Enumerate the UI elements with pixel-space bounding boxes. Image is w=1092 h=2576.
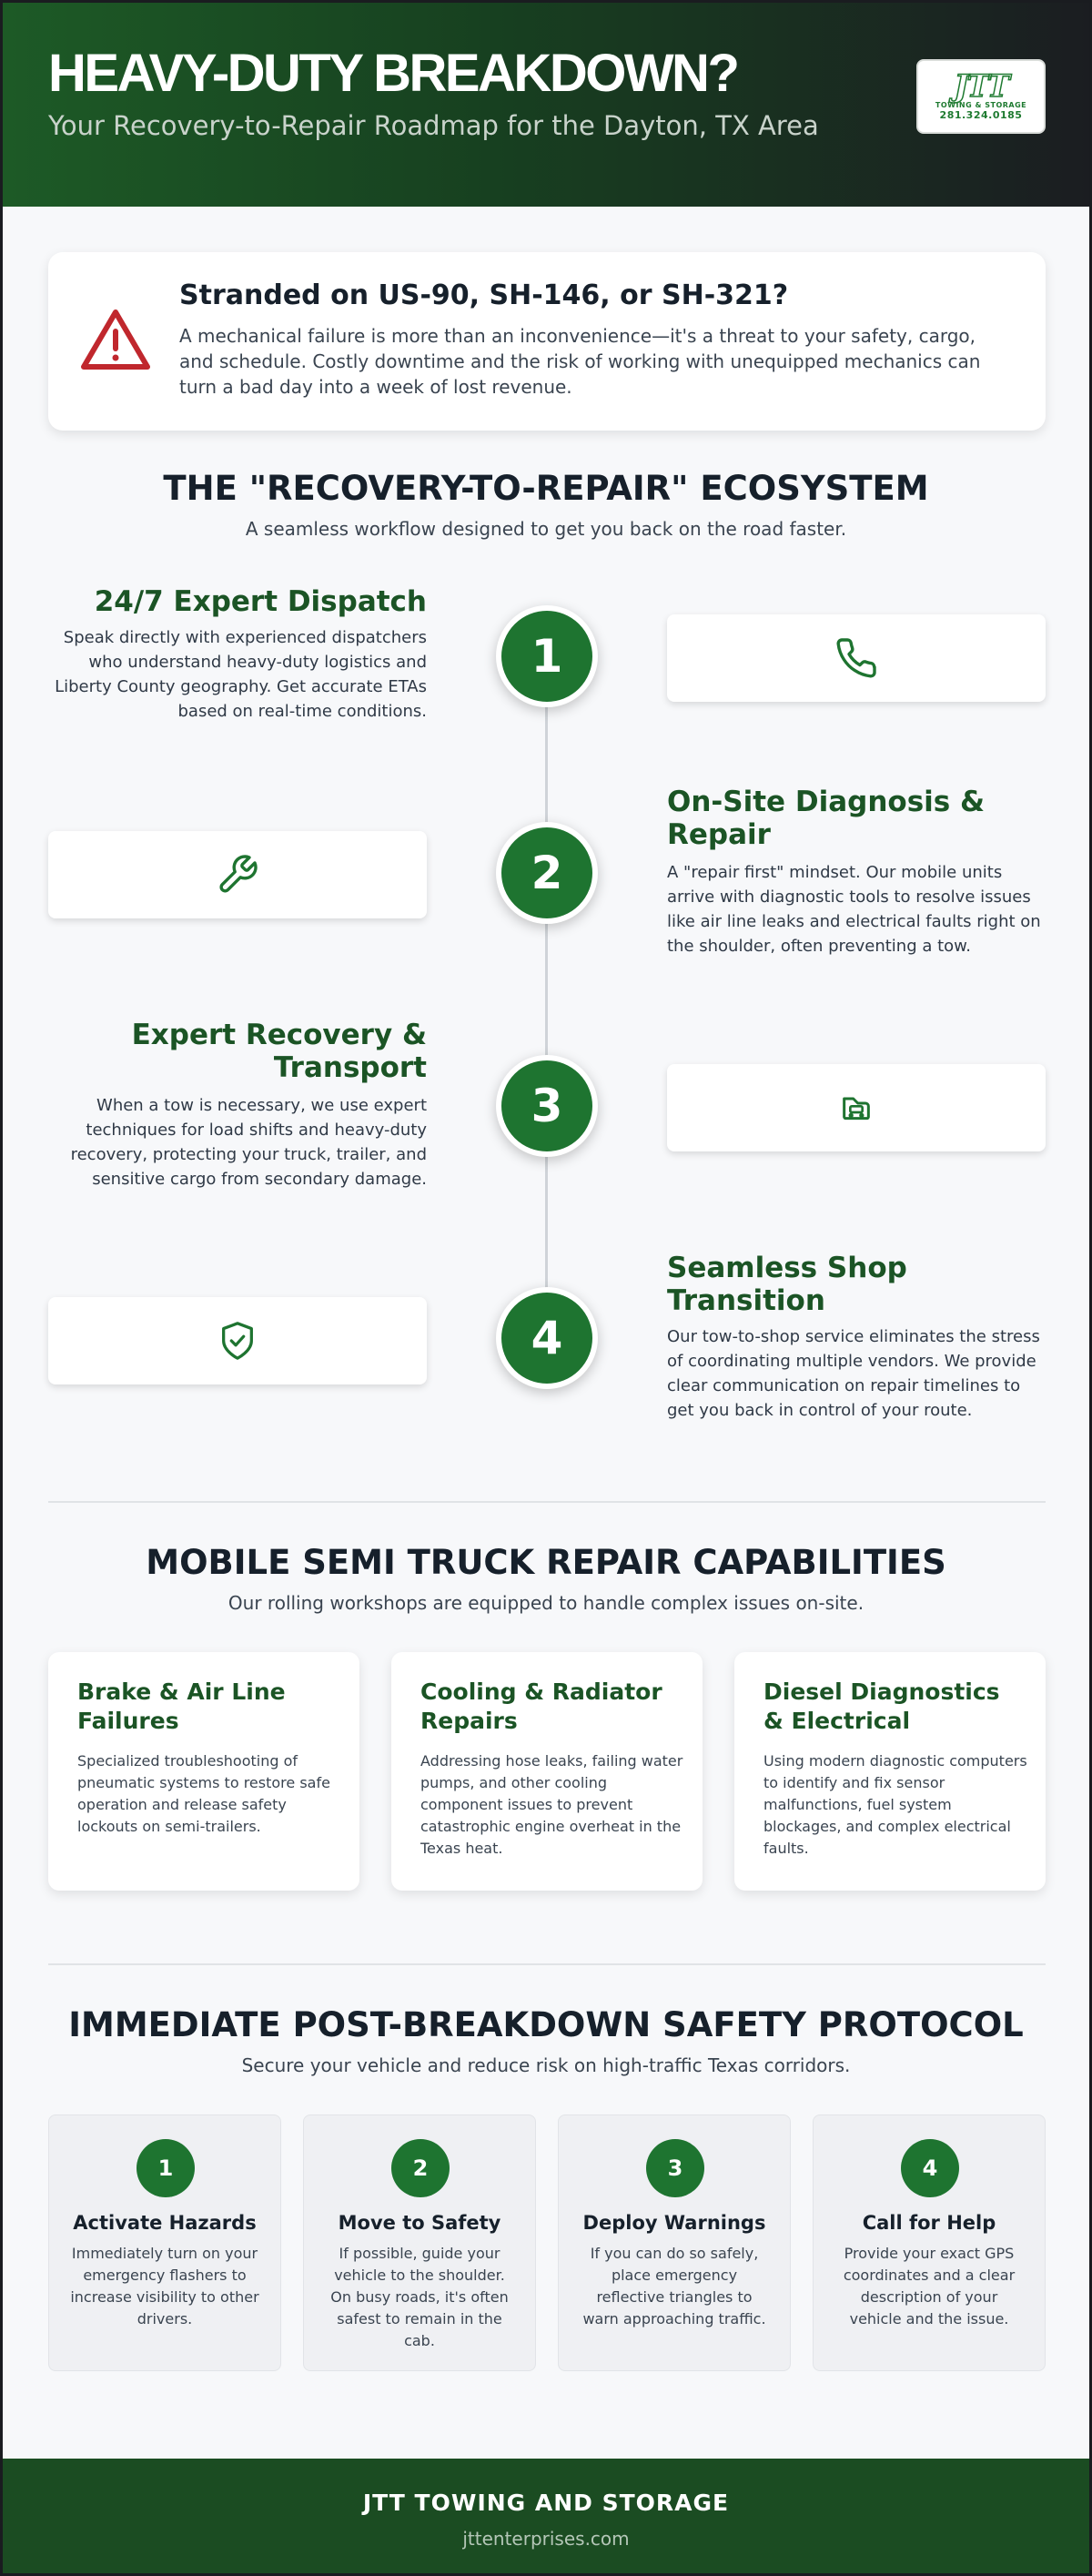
safety-step-title: Deploy Warnings <box>582 2212 766 2234</box>
shield-check-icon <box>222 1322 253 1360</box>
step-4-icon-card <box>48 1297 427 1384</box>
step-4-number: 4 <box>496 1287 598 1389</box>
capability-card: Diesel Diagnostics & Electrical Using mo… <box>734 1652 1046 1891</box>
logo-mark: JTT <box>953 68 1010 105</box>
safety-step-number: 3 <box>646 2139 704 2197</box>
safety-step-number: 2 <box>391 2139 450 2197</box>
footer: JTT TOWING AND STORAGE jttenterprises.co… <box>3 2459 1089 2573</box>
step-2-text: A "repair first" mindset. Our mobile uni… <box>667 863 1041 956</box>
timeline-line <box>545 658 548 1341</box>
warning-triangle-icon <box>81 309 150 370</box>
safety-step-title: Move to Safety <box>338 2212 501 2234</box>
step-2-icon-card <box>48 831 427 918</box>
capabilities-subtitle: Our rolling workshops are equipped to ha… <box>228 1592 864 1614</box>
alert-title: Stranded on US-90, SH-146, or SH-321? <box>179 279 789 311</box>
capability-text: Specialized troubleshooting of pneumatic… <box>77 1752 330 1835</box>
safety-subtitle: Secure your vehicle and reduce risk on h… <box>241 2054 851 2076</box>
capability-text: Using modern diagnostic computers to ide… <box>763 1752 1027 1857</box>
safety-step-text: If you can do so safely, place emergency… <box>582 2245 766 2328</box>
logo-phone: 281.324.0185 <box>939 109 1023 121</box>
step-1-number: 1 <box>496 605 598 707</box>
phone-icon <box>836 638 876 678</box>
company-logo[interactable]: JTT TOWING & STORAGE 281.324.0185 <box>916 59 1046 134</box>
safety-step-text: If possible, guide your vehicle to the s… <box>330 2245 509 2349</box>
tow-truck-icon <box>843 1097 870 1121</box>
alert-text: A mechanical failure is more than an inc… <box>179 325 981 398</box>
footer-website-link[interactable]: jttenterprises.com <box>462 2528 630 2550</box>
header-banner: HEAVY-DUTY BREAKDOWN? Your Recovery-to-R… <box>3 3 1089 207</box>
alert-card: Stranded on US-90, SH-146, or SH-321? A … <box>48 252 1046 431</box>
logo-name: TOWING & STORAGE <box>935 101 1027 109</box>
step-2-title: On-Site Diagnosis & Repair <box>667 786 986 851</box>
safety-step-card: 1 Activate Hazards Immediately turn on y… <box>48 2115 281 2371</box>
footer-company: JTT TOWING AND STORAGE <box>362 2490 730 2516</box>
step-4-title: Seamless Shop Transition <box>667 1252 907 1317</box>
step-3-title: Expert Recovery & Transport <box>131 1019 427 1084</box>
wrench-icon <box>219 855 258 893</box>
page-subtitle: Your Recovery-to-Repair Roadmap for the … <box>48 110 819 141</box>
step-3-icon-card <box>667 1064 1046 1151</box>
section-divider <box>48 1501 1046 1503</box>
safety-step-number: 4 <box>901 2139 959 2197</box>
step-2-number: 2 <box>496 822 598 924</box>
section-divider <box>48 1963 1046 1965</box>
ecosystem-title: THE "RECOVERY-TO-REPAIR" ECOSYSTEM <box>163 469 929 508</box>
step-3-text: When a tow is necessary, we use expert t… <box>70 1096 427 1189</box>
step-1-title: 24/7 Expert Dispatch <box>94 585 427 618</box>
safety-step-card: 2 Move to Safety If possible, guide your… <box>303 2115 536 2371</box>
ecosystem-subtitle: A seamless workflow designed to get you … <box>245 518 847 540</box>
capability-title: Cooling & Radiator Repairs <box>420 1678 662 1734</box>
capability-card: Brake & Air Line Failures Specialized tr… <box>48 1652 359 1891</box>
safety-step-title: Activate Hazards <box>73 2212 257 2234</box>
safety-title: IMMEDIATE POST-BREAKDOWN SAFETY PROTOCOL <box>68 2005 1024 2044</box>
safety-step-number: 1 <box>136 2139 195 2197</box>
step-3-number: 3 <box>496 1055 598 1157</box>
page-title: HEAVY-DUTY BREAKDOWN? <box>48 44 740 103</box>
safety-step-title: Call for Help <box>862 2212 996 2234</box>
capabilities-title: MOBILE SEMI TRUCK REPAIR CAPABILITIES <box>146 1543 946 1582</box>
capability-title: Brake & Air Line Failures <box>77 1678 286 1734</box>
safety-step-card: 3 Deploy Warnings If you can do so safel… <box>558 2115 791 2371</box>
step-1-icon-card <box>667 614 1046 702</box>
safety-step-card: 4 Call for Help Provide your exact GPS c… <box>813 2115 1046 2371</box>
capability-title: Diesel Diagnostics & Electrical <box>763 1678 1000 1734</box>
capability-card: Cooling & Radiator Repairs Addressing ho… <box>391 1652 703 1891</box>
capability-text: Addressing hose leaks, failing water pum… <box>420 1752 683 1857</box>
safety-step-text: Immediately turn on your emergency flash… <box>70 2245 259 2328</box>
safety-step-text: Provide your exact GPS coordinates and a… <box>843 2245 1016 2328</box>
step-4-text: Our tow-to-shop service eliminates the s… <box>667 1327 1040 1420</box>
step-1-text: Speak directly with experienced dispatch… <box>55 628 427 721</box>
